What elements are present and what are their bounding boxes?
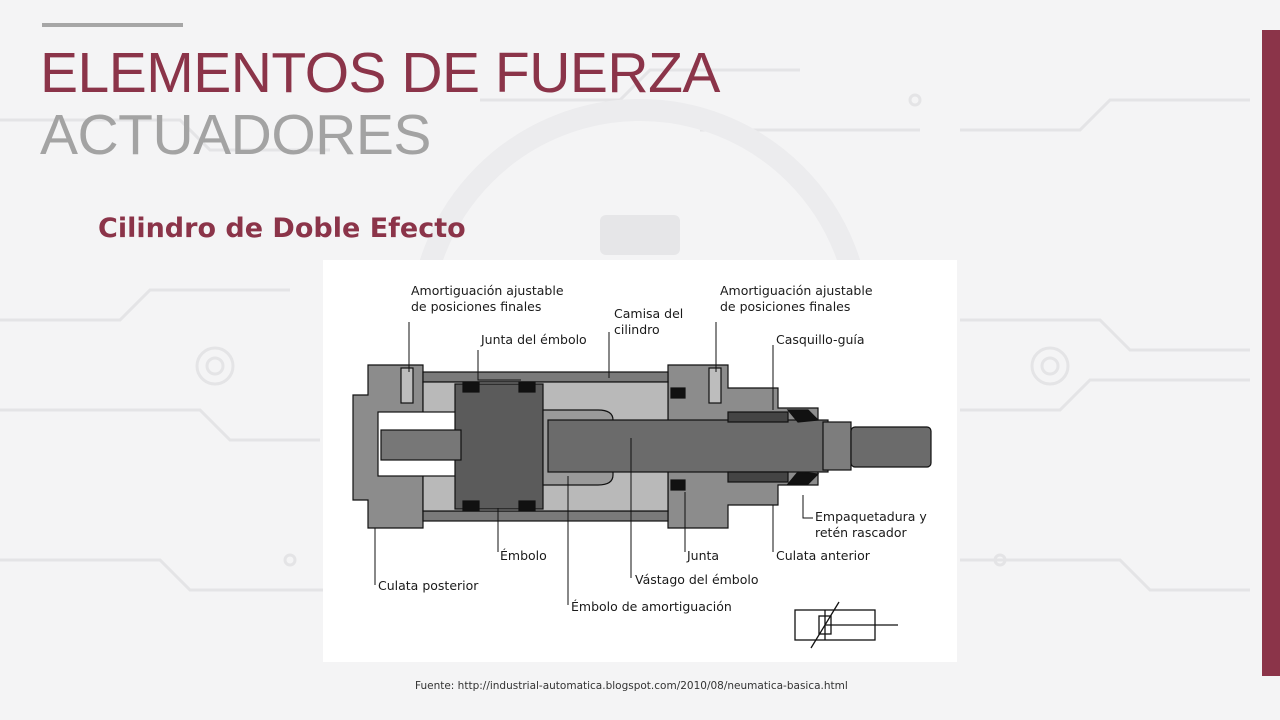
cylinder-cross-section bbox=[352, 322, 932, 649]
label-cushion-right-line2: de posiciones finales bbox=[720, 299, 851, 314]
rod-nut bbox=[822, 421, 852, 471]
wiper-seal-bottom bbox=[786, 471, 820, 485]
cylinder-diagram: Amortiguación ajustable de posiciones fi… bbox=[323, 260, 957, 662]
cylinder-symbol bbox=[794, 601, 898, 649]
piston-seal-bottom bbox=[462, 500, 480, 512]
label-barrel-line1: Camisa del bbox=[614, 306, 684, 321]
piston-seal-top-2 bbox=[518, 381, 536, 393]
label-barrel-line2: cilindro bbox=[614, 322, 660, 337]
front-seal-bottom bbox=[670, 479, 686, 491]
piston-body bbox=[454, 383, 544, 510]
piston-rod bbox=[547, 419, 829, 473]
rod-end bbox=[850, 426, 932, 468]
label-piston-rod: Vástago del émbolo bbox=[635, 572, 759, 587]
label-front-cap: Culata anterior bbox=[776, 548, 870, 563]
slide-subtitle: ACTUADORES bbox=[40, 103, 431, 167]
label-cushion-piston: Émbolo de amortiguación bbox=[571, 599, 732, 614]
label-guide-bushing: Casquillo-guía bbox=[776, 332, 865, 347]
wiper-seal-top bbox=[786, 409, 820, 423]
slide-title: ELEMENTOS DE FUERZA bbox=[40, 41, 720, 105]
label-cushion-left-line1: Amortiguación ajustable bbox=[411, 283, 564, 298]
piston-seal-bottom-2 bbox=[518, 500, 536, 512]
barrel-top-wall bbox=[422, 371, 669, 383]
label-seal-wiper-line1: Empaquetadura y bbox=[815, 509, 927, 524]
label-seal: Junta bbox=[687, 548, 720, 563]
rear-cushion-spigot bbox=[380, 429, 462, 461]
section-heading: Cilindro de Doble Efecto bbox=[98, 213, 466, 244]
source-citation: Fuente: http://industrial-automatica.blo… bbox=[415, 680, 848, 692]
cushion-screw-rear bbox=[400, 367, 414, 404]
piston-seal-top bbox=[462, 381, 480, 393]
cushion-screw-front bbox=[708, 367, 722, 404]
label-seal-wiper-line2: retén rascador bbox=[815, 525, 907, 540]
label-piston: Émbolo bbox=[500, 548, 547, 563]
guide-bushing-bottom bbox=[727, 471, 789, 483]
title-accent-rule bbox=[42, 23, 183, 27]
guide-bushing-top bbox=[727, 411, 789, 423]
label-cushion-left-line2: de posiciones finales bbox=[411, 299, 542, 314]
label-piston-seal: Junta del émbolo bbox=[481, 332, 587, 347]
label-rear-cap: Culata posterior bbox=[378, 578, 479, 593]
label-cushion-right-line1: Amortiguación ajustable bbox=[720, 283, 873, 298]
front-seal-top bbox=[670, 387, 686, 399]
side-accent-bar bbox=[1262, 30, 1280, 676]
